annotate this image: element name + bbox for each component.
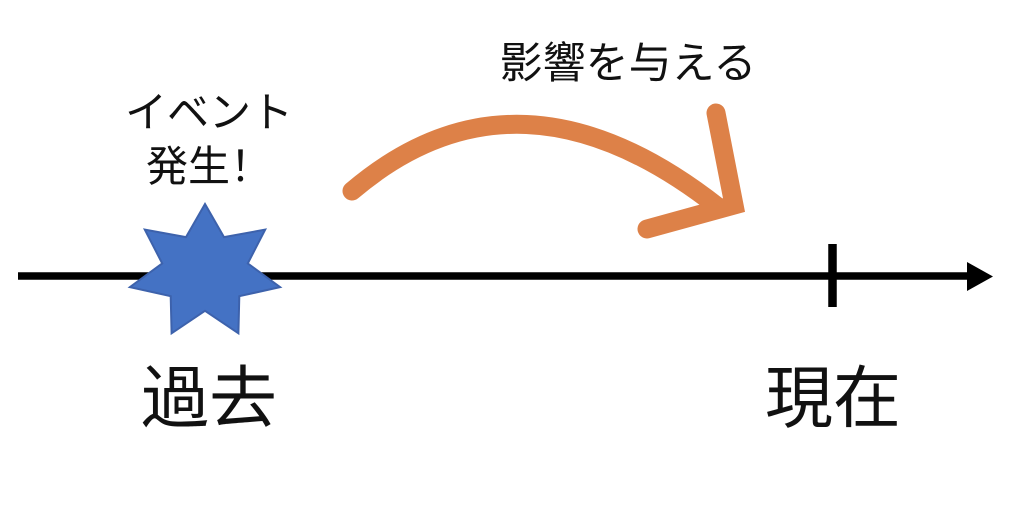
timeline-arrowhead-icon — [967, 262, 993, 291]
influence-arrowhead-icon — [637, 103, 746, 239]
past-label: 過去 — [140, 361, 278, 437]
event-label: イベント 発生！ — [125, 86, 293, 194]
present-label: 現在 — [764, 361, 902, 437]
influence-arrow-curve — [342, 114, 728, 217]
event-burst-star-icon — [129, 204, 281, 334]
influence-label: 影響を与える — [499, 40, 757, 88]
event-burst-star-outline — [127, 201, 283, 336]
event-label-line1: イベント — [124, 89, 294, 136]
event-label-line2: 発生！ — [145, 143, 273, 190]
